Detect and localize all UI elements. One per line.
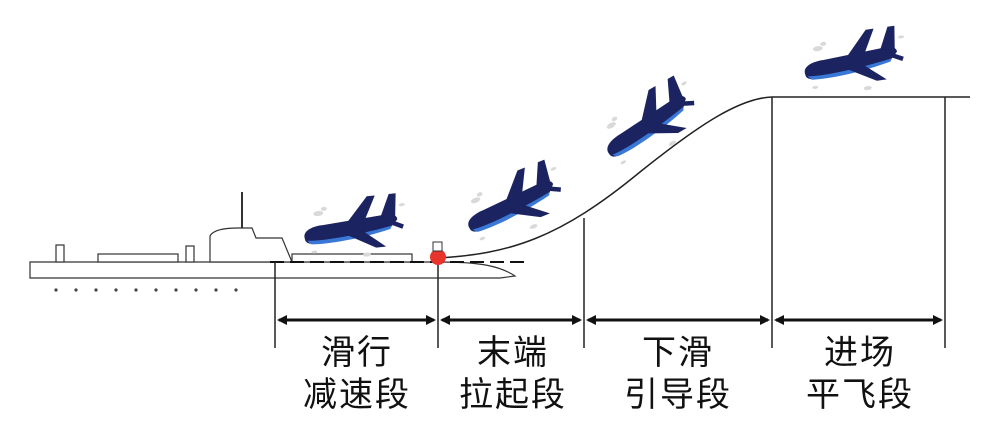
phase-label-glide-guidance: 下滑 引导段 xyxy=(592,332,764,416)
phase-line1: 末端 xyxy=(477,333,549,373)
phase-label-terminal-pullup: 末端 拉起段 xyxy=(446,332,580,416)
phase-label-taxi-decel: 滑行 减速段 xyxy=(283,332,431,416)
flight-path xyxy=(437,96,970,259)
phase-label-approach-level: 进场 平飞段 xyxy=(780,332,940,416)
phase-line2: 平飞段 xyxy=(806,375,914,415)
marker-dot-icon xyxy=(430,249,446,265)
phase-line2: 拉起段 xyxy=(459,375,567,415)
airplane-icon xyxy=(456,156,575,251)
phase-line1: 进场 xyxy=(824,333,896,373)
phase-line2: 减速段 xyxy=(303,375,411,415)
airplane-icon xyxy=(591,71,711,176)
airplane-icon xyxy=(800,24,911,99)
phase-line1: 滑行 xyxy=(321,333,393,373)
airplane-icon xyxy=(300,192,410,263)
phase-line2: 引导段 xyxy=(624,375,732,415)
phase-dividers xyxy=(274,97,946,348)
phase-line1: 下滑 xyxy=(642,333,714,373)
